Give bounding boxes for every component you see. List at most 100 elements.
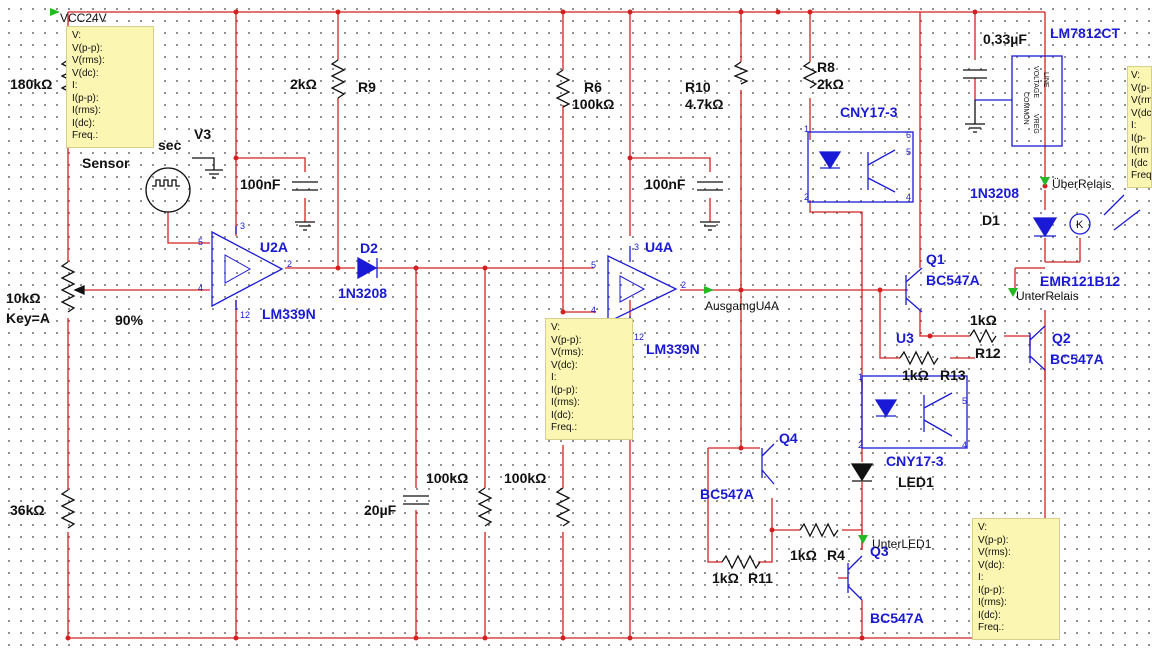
cny-bottom-pin-4: 4 <box>962 440 967 450</box>
probe-row: I: <box>551 372 557 383</box>
regulator-text-vreg: VREG <box>1032 114 1039 134</box>
probe-box-ueber-partial[interactable]: V: V(p- V(rm V(dc I: I(p- I(rm I(dc Freq <box>1127 66 1152 188</box>
probe-row: I(p-p): <box>978 584 1005 596</box>
u4a-pin-12: 12 <box>634 332 644 342</box>
q4-part: BC547A <box>700 486 754 502</box>
component-symbols <box>211 55 1141 601</box>
probe-row: I(p-p): <box>551 384 578 396</box>
r13-name: R13 <box>940 367 966 383</box>
net-ausgang: AusgamgU4A <box>705 299 779 313</box>
u4a-part: LM339N <box>646 341 700 357</box>
vcc-label: VCC24V <box>60 11 107 25</box>
regulator-text: VOLTAGE LINE COMMON VREG <box>1022 66 1049 134</box>
r8-name: R8 <box>817 59 835 75</box>
probe-row: V: <box>551 322 561 333</box>
cny-top-part: CNY17-3 <box>840 104 898 120</box>
r9-name: R9 <box>358 79 376 95</box>
r8-value: 2kΩ <box>817 76 844 92</box>
probe-row: V: <box>978 522 988 533</box>
probe-row: V(dc): <box>978 559 1005 571</box>
probe-row: I(dc): <box>551 409 574 421</box>
probe-row: I(p-p): <box>72 92 99 104</box>
u4a-name: U4A <box>645 239 673 255</box>
r13-value: 1kΩ <box>902 367 929 383</box>
u4a-pin-2: 2 <box>681 280 686 290</box>
u2a-pin-12: 12 <box>240 310 250 320</box>
u2a-pin-4: 4 <box>198 283 203 293</box>
probe-row: V(rm <box>1131 95 1152 106</box>
probe-row: V(rms): <box>551 347 584 358</box>
q4-name: Q4 <box>779 430 798 446</box>
probe-row: V(dc <box>1131 107 1152 119</box>
regulator-text-voltage: VOLTAGE <box>1032 66 1039 98</box>
d1-name: D1 <box>982 212 1000 228</box>
cap-033-value: 0.33µF <box>983 31 1027 47</box>
passive-symbols <box>60 59 997 570</box>
cny-top-pin-6: 6 <box>906 130 911 140</box>
u4a-pin-3: 3 <box>634 242 639 252</box>
r-100k-a-value: 100kΩ <box>426 470 468 486</box>
pot-percent: 90% <box>115 312 144 328</box>
probe-row: I(rms): <box>72 105 101 116</box>
sensor-name: V3 <box>194 126 211 142</box>
pot-key: Key=A <box>6 310 50 326</box>
r11-value: 1kΩ <box>712 570 739 586</box>
u4a-pin-5: 5 <box>591 260 596 270</box>
r4-value: 1kΩ <box>790 547 817 563</box>
cny-top-pin-1: 1 <box>804 124 809 134</box>
cap-100n-left: 100nF <box>240 176 281 192</box>
sensor-label: Sensor <box>82 155 130 171</box>
probe-row: I(rms): <box>551 397 580 408</box>
u2a-pin-5: 5 <box>198 237 203 247</box>
probe-row: V(p-p): <box>978 534 1009 546</box>
probe-row: Freq.: <box>978 622 1005 633</box>
probe-row: I(rms): <box>978 597 1007 608</box>
cny-bottom-pin-2: 2 <box>858 440 863 450</box>
cny-bottom-pin-5: 5 <box>962 396 967 406</box>
u4a-pin-4: 4 <box>591 305 596 315</box>
cny-top-pin-2: 2 <box>804 192 809 202</box>
probe-row: V(rms): <box>72 55 105 66</box>
junctions <box>65 9 1048 641</box>
q1-name: Q1 <box>926 251 945 267</box>
probe-row: I(rm <box>1131 145 1149 156</box>
probe-box-ausgang[interactable]: V: V(p-p): V(rms): V(dc): I: I(p-p): I(r… <box>545 318 633 440</box>
probe-row: Freq.: <box>551 422 578 433</box>
cny-bottom-pin-1: 1 <box>858 372 863 382</box>
net-unterled: UnterLED1 <box>872 537 932 551</box>
net-unter: UnterRelais <box>1016 289 1079 303</box>
relay-part: EMR121B12 <box>1040 273 1120 289</box>
probe-row: V(dc): <box>551 359 578 371</box>
r10-name: R10 <box>685 79 711 95</box>
probe-row: V(rms): <box>978 547 1011 558</box>
cap-20u-value: 20µF <box>364 502 397 518</box>
probe-row: I(p- <box>1131 132 1146 144</box>
d2-part: 1N3208 <box>338 285 387 301</box>
r9-value: 2kΩ <box>290 76 317 92</box>
cny-bottom-part: CNY17-3 <box>886 453 944 469</box>
probe-row: V: <box>72 30 82 41</box>
probe-box-unterled[interactable]: V: V(p-p): V(rms): V(dc): I: I(p-p): I(r… <box>972 518 1060 640</box>
probe-row: I: <box>978 572 984 583</box>
pot-value: 10kΩ <box>6 290 41 306</box>
q2-part: BC547A <box>1050 351 1104 367</box>
probe-row: I(dc): <box>978 609 1001 621</box>
r-36k-value: 36kΩ <box>10 502 45 518</box>
q3-name: Q3 <box>870 543 889 559</box>
u2a-part: LM339N <box>262 306 316 322</box>
r11-name: R11 <box>748 570 773 586</box>
probe-row: V(dc): <box>72 67 99 79</box>
probe-row: V: <box>1131 70 1141 81</box>
probe-box-vcc[interactable]: V: V(p-p): V(rms): V(dc): I: I(p-p): I(r… <box>66 26 154 148</box>
r12-name: R12 <box>975 345 1001 361</box>
cap-100n-right: 100nF <box>645 176 686 192</box>
regulator-text-line: LINE <box>1042 72 1049 88</box>
probe-row: I: <box>72 80 78 91</box>
probe-row: I: <box>1131 120 1137 131</box>
net-ueber: ÜberRelais <box>1052 177 1111 191</box>
sensor-time: sec <box>158 137 182 153</box>
cny-top-pin-5: 5 <box>906 147 911 157</box>
u2a-pin-3: 3 <box>240 221 245 231</box>
relay-k: K <box>1076 219 1084 231</box>
probe-markers <box>50 8 1050 544</box>
